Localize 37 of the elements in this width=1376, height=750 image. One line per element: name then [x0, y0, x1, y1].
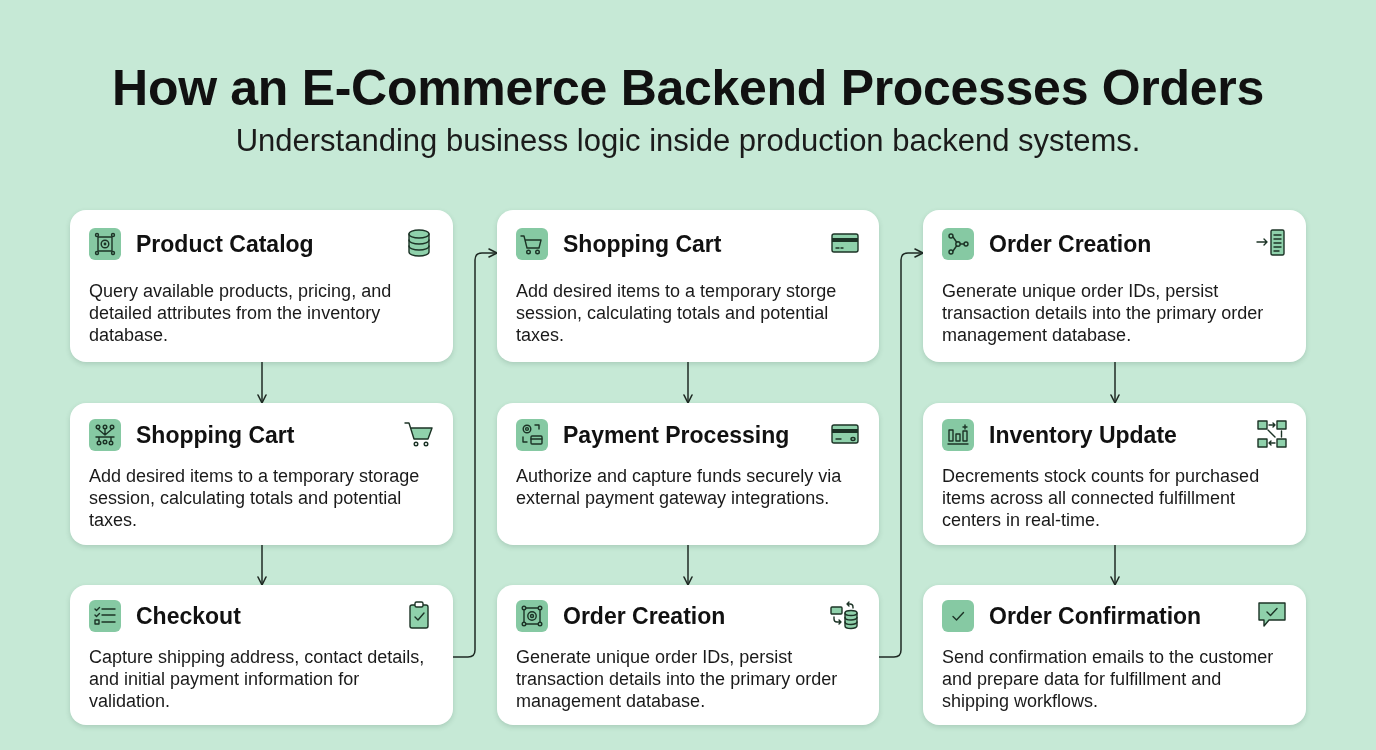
card-title: Inventory Update	[989, 421, 1177, 450]
card-description: Authorize and capture funds securely via external payment gateway integrations.	[516, 465, 843, 509]
card-title: Order Creation	[989, 230, 1152, 259]
arrow	[1110, 361, 1120, 404]
card-title: Product Catalog	[136, 230, 314, 259]
process-card	[497, 403, 879, 545]
card-description: Generate unique order IDs, persist transaction details into the primary order management database.	[516, 646, 839, 712]
process-card	[70, 585, 453, 725]
card-description: Generate unique order IDs, persist transaction details into the primary order management database.	[942, 280, 1265, 346]
arrow	[683, 361, 693, 404]
process-card	[923, 585, 1306, 725]
process-card	[70, 403, 453, 545]
process-card	[497, 210, 879, 362]
subtitle: Understanding business logic inside production backend systems.	[235, 122, 1141, 160]
arrow	[452, 248, 498, 658]
arrow	[683, 544, 693, 586]
arrow	[257, 544, 267, 586]
card-title: Shopping Cart	[563, 230, 722, 259]
card-description: Add desired items to a temporary storage session, calculating totals and potential taxes.	[89, 465, 421, 531]
card-description: Capture shipping address, contact details, and initial payment information for validation.	[89, 646, 426, 712]
process-card	[923, 210, 1306, 362]
title: How an E-Commerce Backend Processes Orders	[112, 59, 1264, 117]
process-card	[497, 585, 879, 725]
process-card	[923, 403, 1306, 545]
card-description: Add desired items to a temporary storge session, calculating totals and potential taxes.	[516, 280, 838, 346]
card-description: Query available products, pricing, and detailed attributes from the inventory database.	[89, 280, 393, 346]
card-description: Send confirmation emails to the customer and prepare data for fulfillment and shipping workflows.	[942, 646, 1275, 712]
card-title: Order Confirmation	[989, 602, 1202, 631]
process-card	[70, 210, 453, 362]
card-title: Checkout	[136, 602, 241, 631]
card-title: Shopping Cart	[136, 421, 295, 450]
card-title: Order Creation	[563, 602, 726, 631]
card-title: Payment Processing	[563, 421, 790, 450]
arrow	[257, 361, 267, 404]
card-description: Decrements stock counts for purchased items across all connected fulfillment centers in real-time.	[942, 465, 1261, 531]
arrow	[878, 248, 924, 658]
arrow	[1110, 544, 1120, 586]
